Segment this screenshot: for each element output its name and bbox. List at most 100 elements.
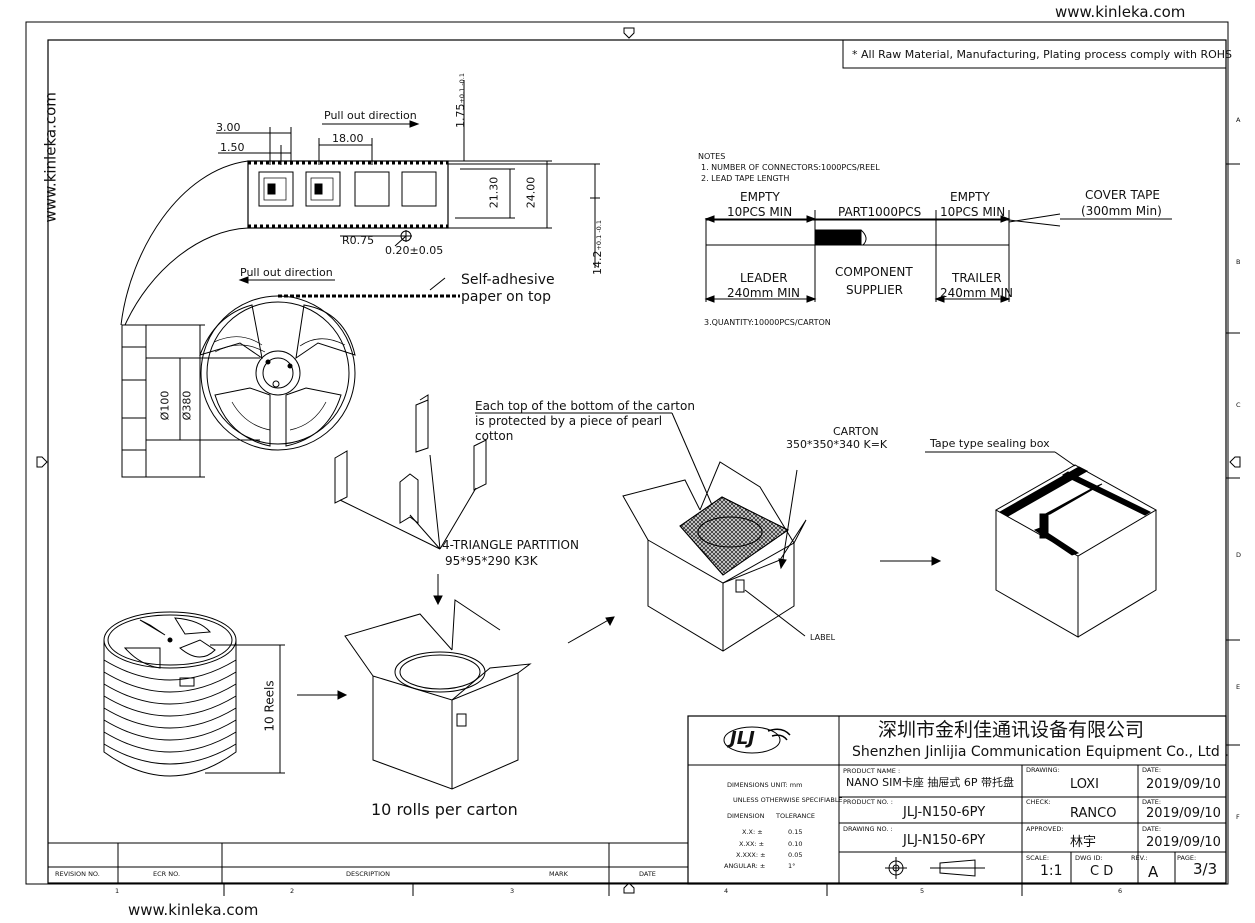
diameter-100: Ø100 bbox=[158, 390, 172, 421]
trailer-label: TRAILER bbox=[952, 271, 1002, 285]
product-name: NANO SIM卡座 抽屉式 6P 带托盘 bbox=[846, 776, 1014, 789]
carton-size: 350*350*340 K=K bbox=[786, 438, 888, 451]
partition-label: 4-TRIANGLE PARTITION bbox=[442, 538, 579, 552]
pearl-note-1: Each top of the bottom of the carton bbox=[475, 399, 695, 413]
product-name-label: PRODUCT NAME : bbox=[843, 767, 901, 775]
tolerance-header: TOLERANCE bbox=[776, 812, 816, 820]
box-label-text: LABEL bbox=[810, 633, 836, 642]
rohs-box bbox=[842, 39, 1227, 69]
company-name-cn: 深圳市金利佳通讯设备有限公司 bbox=[878, 719, 1145, 741]
diameter-380: Ø380 bbox=[180, 390, 194, 421]
notes-title: NOTES bbox=[698, 152, 726, 161]
dim-14-2-tol: +0.1 -0.1 bbox=[595, 219, 604, 251]
part-label: PART1000PCS bbox=[838, 205, 922, 219]
drawing-by-label: DRAWING: bbox=[1026, 766, 1060, 774]
revision-no-header: REVISION NO. bbox=[55, 870, 100, 878]
zone-y-f: F bbox=[1236, 813, 1240, 821]
date-1: 2019/09/10 bbox=[1146, 777, 1221, 792]
dwg-id: C D bbox=[1090, 864, 1114, 879]
date-label-1: DATE: bbox=[1142, 766, 1162, 774]
page-label: PAGE: bbox=[1177, 854, 1197, 862]
zone-y-d: D bbox=[1236, 551, 1242, 559]
ecr-no-header: ECR NO. bbox=[153, 870, 181, 878]
self-adhesive-1: Self-adhesive bbox=[461, 272, 555, 288]
drawing-no: JLJ-N150-6PY bbox=[903, 833, 986, 848]
dim-14-2: 14.2+0.1 -0.1 bbox=[591, 219, 605, 276]
zone-x-5: 5 bbox=[920, 887, 925, 895]
site-url-bottom[interactable]: www.kinleka.com bbox=[128, 901, 259, 919]
zone-x-1: 1 bbox=[115, 887, 120, 895]
lead-tape-diagram bbox=[704, 210, 1172, 303]
right-center-arrow-icon bbox=[1229, 456, 1241, 468]
dim-14-2-base: 14.2 bbox=[591, 250, 605, 276]
zone-x-3: 3 bbox=[510, 887, 515, 895]
note-2: 2. LEAD TAPE LENGTH bbox=[701, 174, 790, 183]
bottom-center-arrow-icon bbox=[623, 882, 635, 894]
stacked-reels bbox=[103, 611, 348, 777]
leader-length: 240mm MIN bbox=[727, 286, 800, 300]
dimension-unit: DIMENSIONS UNIT: mm bbox=[727, 781, 803, 789]
dim-1-75-tol: +0.1 -0.1 bbox=[458, 72, 467, 104]
ten-reels-label: 10 Reels bbox=[262, 680, 277, 732]
drawing-by: LOXI bbox=[1070, 777, 1099, 792]
date-3: 2019/09/10 bbox=[1146, 835, 1221, 850]
site-url-side[interactable]: www.kinleka.com bbox=[41, 92, 60, 223]
reel-drawing bbox=[120, 160, 460, 478]
rohs-note: * All Raw Material, Manufacturing, Plati… bbox=[852, 48, 1233, 61]
dimension-header: DIMENSION bbox=[727, 812, 765, 820]
company-logo: JLJ bbox=[730, 728, 755, 749]
empty-b-label: EMPTY bbox=[950, 190, 990, 204]
left-center-arrow-icon bbox=[36, 456, 48, 468]
zone-y-c: C bbox=[1236, 401, 1241, 409]
dim-18: 18.00 bbox=[332, 132, 364, 145]
tol-val-2: 0.10 bbox=[788, 840, 803, 848]
dim-1-75-base: 1.75 bbox=[454, 103, 468, 129]
date-header: DATE bbox=[639, 870, 656, 878]
rolls-per-carton: 10 rolls per carton bbox=[371, 800, 518, 819]
component-label: COMPONENT bbox=[835, 265, 913, 279]
zone-x-2: 2 bbox=[290, 887, 295, 895]
check-by: RANCO bbox=[1070, 806, 1117, 821]
tol-key-1: X.X: ± bbox=[742, 828, 763, 836]
pearl-note-3: cotton bbox=[475, 429, 514, 443]
note-3: 3.QUANTITY:10000PCS/CARTON bbox=[704, 318, 831, 327]
product-no-label: PRODUCT NO. : bbox=[843, 798, 893, 806]
date-2: 2019/09/10 bbox=[1146, 806, 1221, 821]
sealed-carton bbox=[925, 451, 1158, 638]
open-carton-large bbox=[622, 461, 807, 652]
cover-tape-1: COVER TAPE bbox=[1085, 188, 1160, 202]
scale-value: 1:1 bbox=[1040, 863, 1063, 879]
pull-out-label-1: Pull out direction bbox=[324, 109, 417, 122]
tol-key-2: X.XX: ± bbox=[739, 840, 765, 848]
zone-y-b: B bbox=[1236, 258, 1241, 266]
leader-label: LEADER bbox=[740, 271, 788, 285]
zone-y-a: A bbox=[1236, 116, 1241, 124]
dwg-id-label: DWG ID: bbox=[1075, 854, 1103, 862]
dim-21-3: 21.30 bbox=[487, 176, 501, 209]
description-header: DESCRIPTION bbox=[346, 870, 390, 878]
inner-frame bbox=[47, 39, 1227, 884]
site-url-top[interactable]: www.kinleka.com bbox=[1055, 3, 1186, 21]
thickness-label: 0.20±0.05 bbox=[385, 244, 444, 257]
dim-24: 24.00 bbox=[524, 176, 538, 209]
tol-val-4: 1° bbox=[788, 862, 796, 870]
partition-size: 95*95*290 K3K bbox=[445, 554, 538, 568]
scale-label: SCALE: bbox=[1026, 854, 1050, 862]
approved-label: APPROVED: bbox=[1026, 825, 1064, 833]
tol-val-1: 0.15 bbox=[788, 828, 803, 836]
zone-y-e: E bbox=[1236, 683, 1241, 691]
title-block-lines bbox=[48, 715, 1227, 885]
pearl-note-2: is protected by a piece of pearl bbox=[475, 414, 663, 428]
tol-val-3: 0.05 bbox=[788, 851, 803, 859]
open-carton-small bbox=[344, 599, 532, 790]
dim-3: 3.00 bbox=[216, 121, 241, 134]
self-adhesive-2: paper on top bbox=[461, 289, 552, 305]
radius-label: R0.75 bbox=[342, 234, 375, 247]
dim-1-5: 1.50 bbox=[220, 141, 245, 154]
rev-value: A bbox=[1148, 863, 1159, 881]
unless-specified: UNLESS OTHERWISE SPECIFIABLE bbox=[733, 796, 843, 804]
triangle-partitions bbox=[334, 394, 487, 606]
date-label-2: DATE: bbox=[1142, 798, 1162, 806]
pull-out-label-2: Pull out direction bbox=[240, 266, 333, 279]
